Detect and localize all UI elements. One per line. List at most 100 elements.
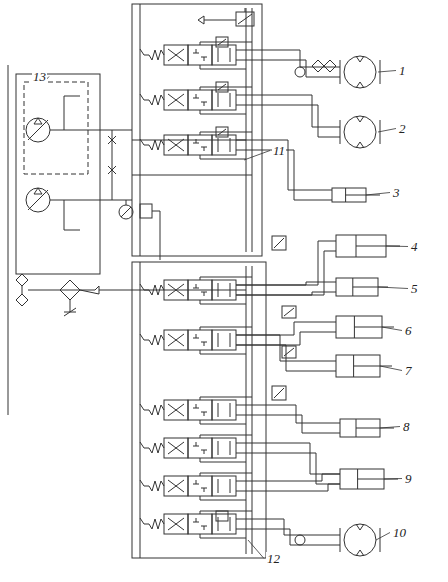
blocked-port: [193, 480, 207, 492]
port-line: [200, 132, 252, 159]
valve-envelope: [188, 90, 212, 110]
spring-symbol: [149, 285, 164, 295]
callout-number: 9: [404, 472, 413, 485]
valve-envelope: [212, 280, 236, 300]
spring-symbol: [149, 443, 164, 453]
hydraulic-motor: [344, 524, 376, 556]
pump-arrow: [28, 118, 48, 140]
flow-arrow: [168, 94, 184, 106]
lever-symbol: [140, 404, 149, 410]
port-line: [236, 443, 237, 453]
lever-symbol: [140, 139, 149, 145]
hydraulic-line: [236, 405, 340, 423]
flow-arrow: [168, 284, 184, 296]
hydraulic-line: [28, 286, 132, 316]
callout-number: 4: [410, 240, 419, 253]
pump-arrow: [28, 188, 48, 210]
hydraulic-line: [112, 130, 113, 200]
valve-envelope: [188, 45, 212, 65]
leader-line: [380, 427, 400, 429]
leader-line: [380, 366, 402, 371]
hydraulic-motor: [344, 116, 376, 148]
hydraulic-line: [236, 50, 340, 67]
hydraulic-line: [236, 95, 340, 127]
valve-envelope: [188, 514, 212, 534]
hydraulic-line: [236, 332, 336, 345]
callout-number: 12: [266, 552, 281, 565]
blocked-port: [193, 518, 207, 530]
lever-symbol: [140, 284, 149, 290]
valve-envelope: [212, 330, 236, 350]
callout-number: 1: [398, 64, 407, 77]
flow-arrow: [218, 48, 230, 62]
leader-line: [384, 478, 402, 480]
relief-valve: [216, 82, 228, 92]
motor-housing: [340, 528, 380, 552]
leader-line: [378, 129, 396, 133]
callout-number: 10: [392, 526, 407, 539]
valve-envelope: [164, 90, 188, 110]
hydraulic-line: [22, 286, 23, 294]
relief-valve: [216, 127, 228, 137]
relief-symbol: [218, 84, 226, 90]
flow-arrow: [218, 403, 230, 417]
gallery-line: [246, 8, 252, 554]
flow-arrow: [168, 334, 184, 346]
pump-symbol: [26, 118, 50, 142]
piston-rod: [354, 327, 394, 328]
filter-symbol: [16, 274, 28, 306]
callout-number: 2: [398, 122, 407, 135]
valve-symbol: [108, 136, 116, 144]
hydraulic-line: [236, 105, 340, 137]
flow-symbol: [284, 308, 294, 356]
spring-symbol: [149, 481, 164, 491]
spring-symbol: [149, 140, 164, 150]
frame-line: [8, 65, 9, 415]
callout-number: 6: [404, 324, 413, 337]
valve-envelope: [212, 45, 236, 65]
hydraulic-line: [236, 150, 332, 200]
port-line: [236, 95, 237, 105]
callout-number: 8: [402, 420, 411, 433]
port-line: [200, 397, 252, 424]
flow-arrow: [168, 49, 184, 61]
port-line: [236, 335, 237, 345]
motor-housing: [340, 60, 380, 84]
motor-housing: [340, 120, 380, 144]
hydraulic-line: [236, 140, 332, 190]
hydraulic-line: [236, 60, 340, 77]
valve-symbol: [108, 166, 116, 174]
lever-symbol: [140, 334, 149, 340]
lever-symbol: [140, 49, 149, 55]
hydraulic-line: [236, 453, 340, 484]
port-line: [200, 277, 252, 304]
port-line: [200, 42, 252, 69]
relief-valve: [216, 37, 228, 47]
port-line: [200, 87, 252, 114]
valve-envelope: [164, 514, 188, 534]
leader-line: [376, 533, 390, 541]
lever-symbol: [140, 442, 149, 448]
port-line: [200, 327, 252, 354]
port-line: [236, 285, 237, 295]
leader-line: [366, 193, 390, 196]
flow-arrow: [168, 404, 184, 416]
flow-arrow: [218, 138, 230, 152]
valve-envelope: [212, 400, 236, 420]
hydraulic-line: [236, 529, 340, 545]
valve-envelope: [188, 280, 212, 300]
relief-symbol: [218, 129, 226, 135]
pressure-gauge: [119, 205, 133, 219]
pump-symbol: [26, 188, 50, 212]
hydraulic-line: [236, 443, 340, 474]
hydraulic-line: [236, 322, 336, 335]
valve-envelope: [164, 330, 188, 350]
hydraulic-line: [236, 345, 336, 371]
flow-arrow: [168, 442, 184, 454]
flow-arrow: [218, 93, 230, 107]
valve-envelope: [164, 135, 188, 155]
callout-number: 3: [392, 186, 401, 199]
valve-envelope: [188, 438, 212, 458]
gauge-needle: [121, 207, 131, 217]
relief-symbol: [274, 238, 284, 398]
